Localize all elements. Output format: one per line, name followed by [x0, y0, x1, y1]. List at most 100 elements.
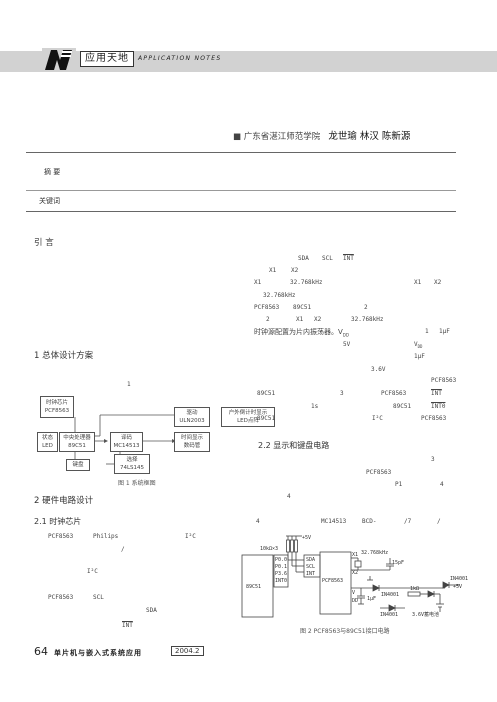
box-clock-chip: 时钟芯片 PCF8563 [40, 396, 74, 418]
figure-1-caption: 图 1 系统框图 [118, 480, 156, 487]
fig2-vcc2: +5V [453, 584, 462, 590]
text-line: X1 [269, 267, 277, 274]
text-line: PCF8563 [381, 390, 407, 397]
text-line: MC14513 [321, 518, 347, 525]
rule-bottom [26, 211, 456, 212]
abstract-label: 摘 要 [44, 168, 61, 176]
text-line: 32.768kHz [263, 292, 296, 299]
text-line: PCF8563 [431, 377, 457, 384]
box-text: 时间显示 [180, 435, 203, 441]
text-line: SDA [298, 255, 309, 262]
text-line: SCL [93, 594, 104, 601]
text-line: 3 [340, 390, 344, 397]
fig2-cap: 15pF [392, 560, 404, 566]
box-text: 74LS145 [119, 465, 145, 471]
fig2-diode: IN4001 [381, 592, 399, 598]
fig2-batt: 3.6V蓄电池 [412, 611, 439, 618]
text-line: 32.768kHz [351, 316, 384, 323]
text-line: PCF8563 [48, 533, 74, 540]
rule-mid [26, 190, 456, 191]
text-line: X1 [414, 279, 422, 286]
keywords-label: 关键词 [39, 197, 60, 205]
text-line: 2 [266, 316, 270, 323]
box-text: 时钟芯片 [45, 400, 68, 406]
text-span: 时钟源配置为片内振荡器。V [254, 328, 343, 336]
box-keyboard: 键盘 [66, 459, 90, 471]
fig2-rtc: PCF8563 [322, 578, 343, 584]
box-display: 时间显示 数码管 [174, 432, 210, 452]
fig2-vdd: V [352, 590, 355, 596]
affiliation: ■ 广东省湛江师范学院 [233, 132, 321, 142]
text-line: X1 [254, 279, 262, 286]
author-names: 龙世瑜 林汉 陈新源 [328, 131, 411, 142]
text-line: 1s [311, 403, 319, 410]
text-line: X2 [314, 316, 322, 323]
fig2-mcu: 89C51 [246, 584, 261, 590]
text-line: VDD [414, 341, 422, 349]
text-line: SDA [146, 607, 157, 614]
section-title-en: APPLICATION NOTES [138, 55, 222, 62]
box-text: MC14513 [113, 443, 140, 449]
box-text: 键盘 [72, 462, 84, 468]
text-line: 3.6V [371, 366, 386, 373]
fig2-crystal: 32.768kHz [361, 550, 388, 556]
box-text: PCF8563 [44, 408, 70, 414]
box-text: LED点阵 [237, 418, 259, 424]
text-line: / [437, 518, 441, 525]
issue-date: 2004.2 [171, 646, 204, 656]
fig2-vdd-sub: DD [352, 598, 358, 604]
text-span: V [414, 341, 418, 348]
figure-2-caption: 图 2 PCF8563与89C51接口电路 [300, 628, 390, 635]
text-line: INT [122, 622, 133, 629]
text-line: Philips [93, 533, 119, 540]
text-line: /7 [404, 518, 412, 525]
text-fragment: 1 [127, 381, 131, 388]
text-line: X1 [296, 316, 304, 323]
fig2-pin: INT0 [275, 578, 287, 584]
text-line: I²C [185, 533, 196, 540]
text-line: PCF8563 [48, 594, 74, 601]
box-select: 选择 74LS145 [114, 454, 150, 474]
fig2-diode: IN4001 [450, 576, 468, 582]
text-line: SCL [322, 255, 333, 262]
text-line: I²C [372, 415, 383, 422]
text-line: 时钟源配置为片内振荡器。VDD [254, 327, 349, 337]
text-line: 89C51 [293, 304, 312, 311]
box-decoder: 译码 MC14513 [110, 432, 143, 452]
fig2-r1k: 1kΩ [410, 586, 419, 592]
text-line: PCF8563 [421, 415, 447, 422]
box-outdoor-led: 户外倒计时显示 LED点阵 [221, 407, 275, 427]
box-text: 选择 [126, 457, 138, 463]
heading-s2: 2 硬件电路设计 [34, 496, 94, 506]
author-line: ■ 广东省湛江师范学院 龙世瑜 林汉 陈新源 [233, 128, 410, 142]
fig2-rtc-pin: INT [306, 571, 315, 577]
text-line: / [121, 546, 125, 553]
text-line: BCD- [362, 518, 377, 525]
box-text: 状态 [41, 435, 53, 441]
fig2-x2: X2 [352, 570, 358, 576]
box-status-led: 状态 LED [37, 432, 58, 452]
text-line: 1 [425, 328, 429, 335]
text-sub: DD [417, 344, 423, 350]
box-text: 数码管 [183, 443, 201, 449]
text-line: 89C51 [257, 390, 276, 397]
heading-s22: 2.2 显示和键盘电路 [258, 441, 330, 450]
text-line: 4 [256, 518, 260, 525]
box-text: ULN2003 [179, 418, 205, 424]
text-line: X2 [291, 267, 299, 274]
figure-2-circuit: 10kΩ×3 +5V 89C51 P0.0 P0.1 P3.6 INT0 SDA… [241, 535, 468, 618]
heading-s1: 1 总体设计方案 [34, 351, 94, 361]
text-line: 5V [343, 341, 351, 348]
text-line: PCF8563 [366, 469, 392, 476]
text-line: I²C [87, 568, 98, 575]
fig2-rtc-pin: SCL [306, 564, 315, 570]
fig2-rtc-pin: SDA [306, 557, 315, 563]
fig2-pin: P0.1 [275, 564, 287, 570]
box-text: 户外倒计时显示 [228, 410, 268, 416]
text-line: PCF8563 [254, 304, 280, 311]
text-line: 89C51 [393, 403, 412, 410]
magazine-logo-icon [42, 48, 76, 72]
text-line: INT [343, 255, 354, 262]
fig2-pin: P0.0 [275, 557, 287, 563]
text-line: 4 [440, 481, 444, 488]
